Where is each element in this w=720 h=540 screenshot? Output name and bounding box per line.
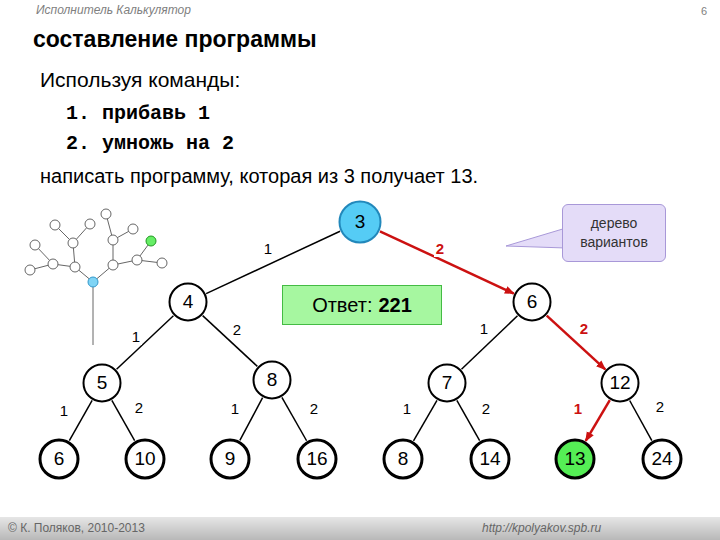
answer-value: 221	[378, 294, 411, 317]
command-number: 1	[262, 240, 274, 257]
command-number: 2	[654, 398, 666, 415]
node-text: 6	[54, 448, 65, 470]
tree-circle: 8	[252, 360, 292, 400]
footer-bar	[0, 517, 720, 540]
node-text: 13	[564, 448, 585, 470]
tree-circle: 7	[427, 363, 467, 403]
solution-edge	[586, 400, 610, 441]
callout-box: дерево вариантов	[562, 204, 666, 262]
answer-label: Ответ:	[312, 294, 372, 317]
node-text: 3	[355, 211, 366, 233]
command-number: 2	[578, 320, 590, 337]
node-text: 16	[306, 448, 327, 470]
leaf-circle: 24	[641, 438, 683, 480]
tree-circle: 12	[600, 363, 640, 403]
command-number: 1	[478, 320, 490, 337]
node-text: 9	[225, 448, 236, 470]
node-text: 12	[609, 372, 630, 394]
instruction-text: Используя команды:	[40, 68, 240, 92]
command-number: 2	[434, 240, 446, 257]
node-text: 10	[134, 448, 155, 470]
command-number: 1	[572, 400, 584, 417]
target-circle: 13	[554, 438, 596, 480]
command-number: 1	[130, 328, 142, 345]
command-number: 2	[133, 399, 145, 416]
task-text: написать программу, которая из 3 получае…	[40, 165, 478, 188]
tree-circle: 6	[512, 282, 552, 322]
command-number: 1	[58, 402, 70, 419]
command-line: 2. умножь на 2	[66, 132, 234, 155]
tree-edge	[282, 397, 307, 440]
node-text: 8	[398, 448, 409, 470]
node-text: 24	[651, 448, 672, 470]
tree-edge	[240, 398, 263, 441]
node-text: 4	[183, 291, 194, 313]
tree-edge	[69, 400, 92, 440]
slide-number: 6	[701, 5, 707, 17]
leaf-circle: 14	[469, 438, 511, 480]
node-text: 8	[267, 369, 278, 391]
node-text: дерево вариантов	[573, 214, 655, 252]
tree-circle: 5	[82, 363, 122, 403]
tree-edge	[630, 401, 652, 441]
thumbnail-tree	[25, 209, 167, 345]
slide-title: составление программы	[33, 26, 317, 53]
command-number: 1	[401, 400, 413, 417]
command-number: 1	[229, 400, 241, 417]
command-number: 2	[231, 321, 243, 338]
node-text: 5	[97, 372, 108, 394]
leaf-circle: 6	[38, 438, 80, 480]
tree-edge	[457, 400, 480, 440]
tree-edge	[203, 316, 258, 367]
command-line: 1. прибавь 1	[66, 102, 210, 125]
node-text: 6	[527, 291, 538, 313]
command-number: 2	[308, 400, 320, 417]
copyright-text: © К. Поляков, 2010-2013	[8, 521, 145, 535]
leaf-circle: 8	[382, 438, 424, 480]
leaf-circle: 10	[124, 438, 166, 480]
leaf-circle: 16	[296, 438, 338, 480]
tree-edge	[117, 316, 174, 370]
solution-edge	[547, 316, 606, 370]
command-number: 2	[480, 400, 492, 417]
tree-circle: 4	[168, 282, 208, 322]
tree-edge	[414, 400, 437, 441]
header-text: Исполнитель Калькулятор	[36, 3, 191, 17]
answer-box: Ответ: 221	[282, 285, 442, 325]
node-text: 14	[479, 448, 500, 470]
tree-edge	[112, 400, 135, 440]
node-text: 7	[442, 372, 453, 394]
tree-edge	[461, 316, 517, 369]
callout-pointer	[506, 228, 566, 248]
root-circle: 3	[338, 200, 382, 244]
url-text: http://kpolyakov.spb.ru	[482, 521, 601, 535]
leaf-circle: 9	[209, 438, 251, 480]
